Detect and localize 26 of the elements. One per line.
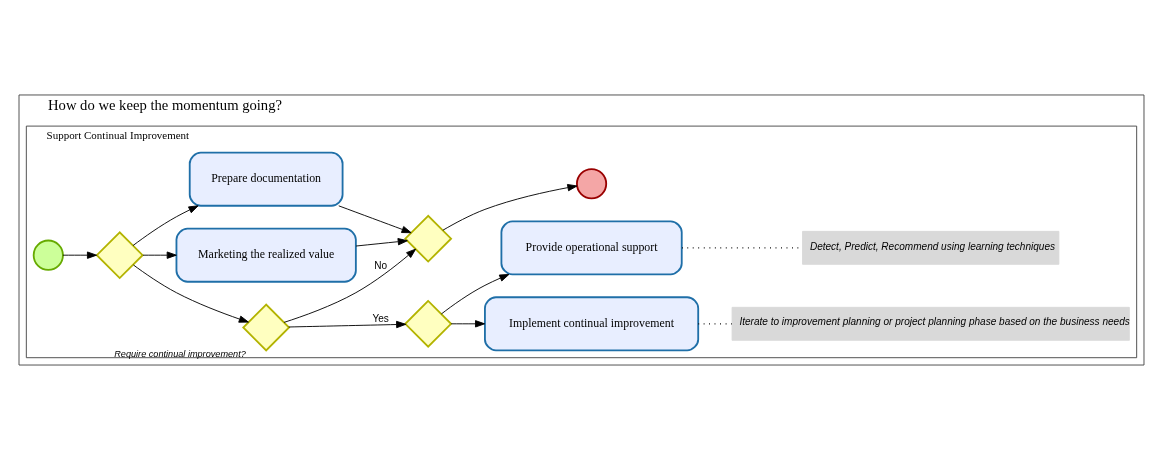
node-box: Provide operational support bbox=[500, 219, 683, 275]
node-diamond bbox=[95, 230, 144, 279]
edge-label: No bbox=[374, 259, 387, 271]
node-diamond bbox=[404, 299, 453, 348]
node-box: Detect, Predict, Recommend using learning techniques bbox=[802, 230, 1060, 265]
arrow bbox=[442, 183, 578, 231]
arrow bbox=[288, 320, 407, 328]
connector bbox=[697, 322, 733, 324]
arrow bbox=[132, 264, 249, 323]
arrow bbox=[62, 251, 98, 259]
node-circle bbox=[576, 167, 608, 199]
arrow bbox=[355, 237, 408, 246]
node-box: Implement continual improvement bbox=[484, 295, 700, 351]
node-circle bbox=[32, 239, 64, 271]
arrow bbox=[450, 319, 486, 327]
node-label: Require continual improvement? bbox=[114, 348, 246, 359]
node-box: Marketing the realized value bbox=[175, 227, 357, 283]
arrow bbox=[283, 248, 417, 323]
node-box: Prepare documentation bbox=[188, 151, 344, 207]
node-diamond bbox=[241, 302, 291, 352]
arrow bbox=[132, 204, 199, 246]
arrow bbox=[440, 273, 510, 314]
arrow bbox=[142, 251, 177, 259]
edge-label: Yes bbox=[372, 312, 389, 324]
node-box: Iterate to improvement planning or project planning phase based on the business needs bbox=[731, 306, 1130, 341]
arrow bbox=[338, 204, 412, 233]
